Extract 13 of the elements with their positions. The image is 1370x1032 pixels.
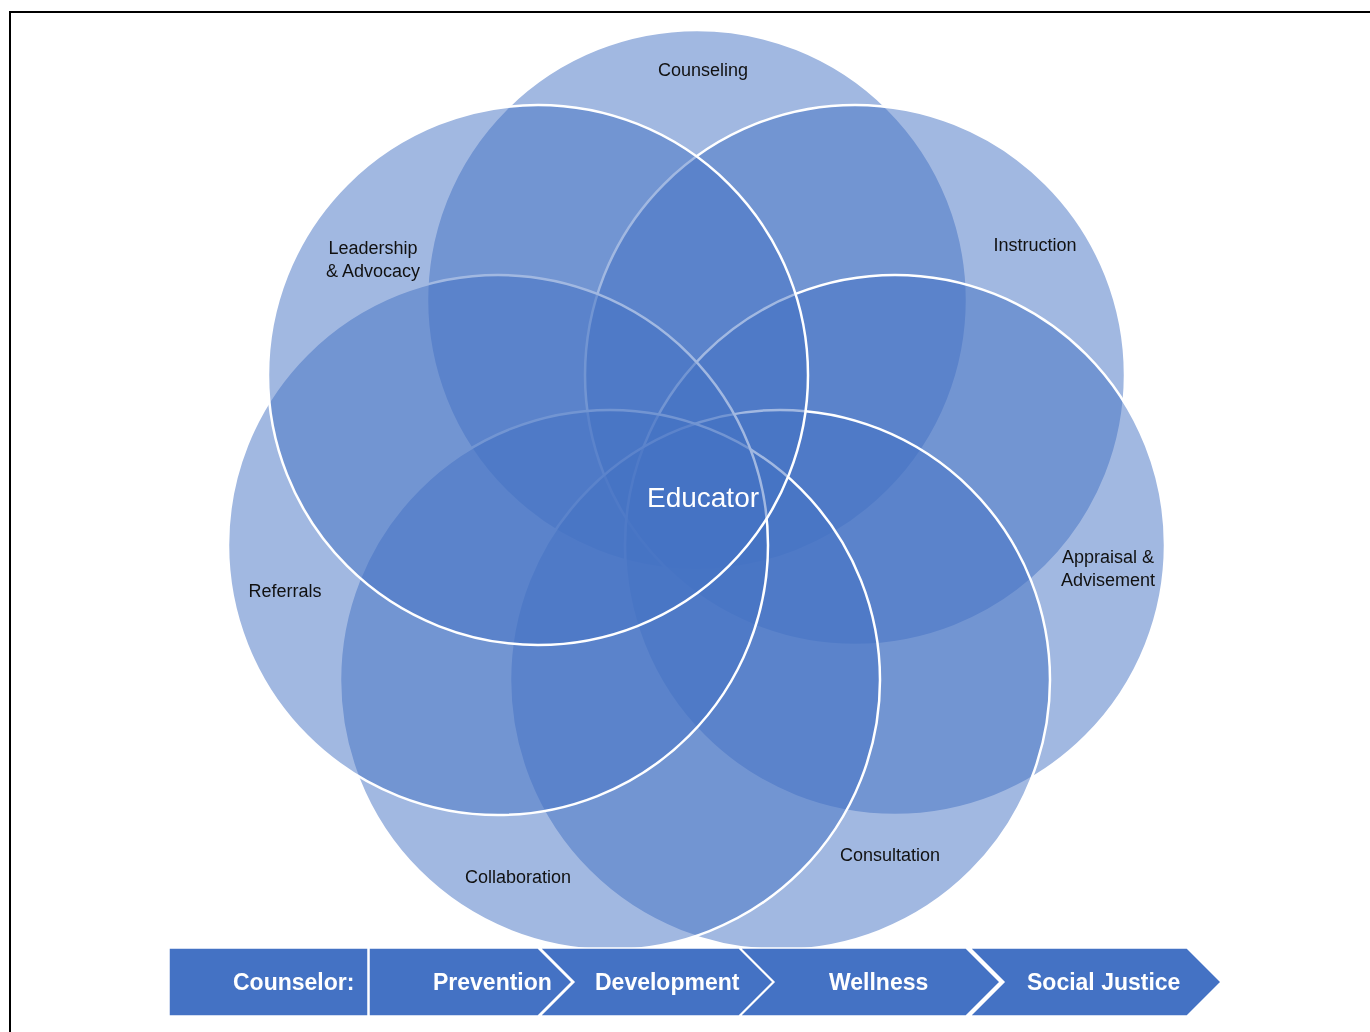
bar-label: Social Justice xyxy=(1027,968,1181,996)
circle-label: Leadership & Advocacy xyxy=(324,236,422,282)
circle-label: Instruction xyxy=(992,233,1078,257)
circle-label: Appraisal & Advisement xyxy=(1059,545,1156,591)
bar-label: Wellness xyxy=(829,968,929,996)
center-label: Educator xyxy=(646,482,760,514)
bar-label: Development xyxy=(595,968,740,996)
circle-label: Collaboration xyxy=(463,865,573,889)
circle-label: Referrals xyxy=(247,579,323,603)
circle-label: Counseling xyxy=(656,58,750,82)
bar-label: Prevention xyxy=(433,968,552,996)
circle-label: Consultation xyxy=(838,843,942,867)
bar-label: Counselor: xyxy=(233,968,355,996)
